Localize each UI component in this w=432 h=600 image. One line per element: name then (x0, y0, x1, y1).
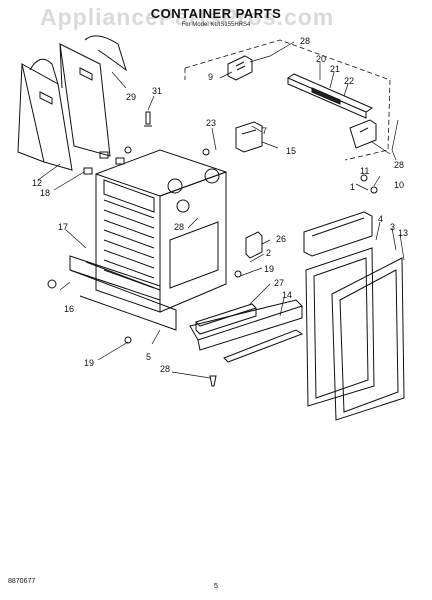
callout-11: 11 (360, 166, 369, 176)
part-4-handle-bar (303, 211, 373, 257)
screws (47, 148, 378, 387)
callout-10: 10 (394, 180, 404, 190)
part-3-door-panel (305, 247, 375, 407)
part-9-bracket (227, 55, 253, 81)
main-cabinet (95, 149, 228, 313)
callout-19: 19 (84, 358, 94, 368)
part-14-kick-plate (189, 299, 304, 363)
callout-31: 31 (152, 86, 162, 96)
callout-29: 29 (126, 92, 136, 102)
callout-15: 15 (286, 146, 296, 156)
callout-26: 26 (276, 234, 286, 244)
callout-14: 14 (282, 290, 292, 300)
callout-4: 4 (378, 214, 383, 224)
part-29-container-bag (59, 35, 127, 157)
part-12-container-bag (17, 58, 73, 171)
callout-17: 17 (58, 222, 68, 232)
part-26-hinge (245, 231, 263, 259)
page-title: CONTAINER PARTS (150, 6, 282, 21)
part-18-fasteners (83, 146, 132, 175)
document-number: 8870677 (8, 578, 36, 585)
leader-lines (37, 41, 405, 379)
callout-16: 16 (64, 304, 74, 314)
part-27-drawer-trim (195, 303, 257, 335)
callout-23: 23 (206, 118, 216, 128)
part-13-gasket (331, 257, 405, 421)
callout-27: 27 (274, 278, 284, 288)
page-number: 5 (214, 583, 218, 590)
part-5-base-frame (69, 255, 177, 331)
callout-28: 28 (394, 160, 404, 170)
callout-9: 9 (208, 72, 213, 82)
callout-28: 28 (174, 222, 184, 232)
callout-20: 20 (316, 54, 326, 64)
callout-7: 7 (262, 126, 267, 136)
callout-2: 2 (266, 248, 271, 258)
callout-3: 3 (390, 222, 395, 232)
callout-13: 13 (398, 228, 408, 238)
callout-labels: 2892021222931237151218111102828264313172… (32, 36, 408, 374)
callout-22: 22 (344, 76, 354, 86)
callout-28: 28 (300, 36, 310, 46)
callout-12: 12 (32, 178, 42, 188)
model-subtitle: For Model KUIS155HRS4 (181, 22, 251, 28)
callout-21: 21 (330, 64, 340, 74)
callout-1: 1 (350, 182, 355, 192)
part-15-bracket (235, 121, 263, 153)
callout-19: 19 (264, 264, 274, 274)
callout-18: 18 (40, 188, 50, 198)
callout-28: 28 (160, 364, 170, 374)
callout-5: 5 (146, 352, 151, 362)
part-20-22-rail (286, 73, 377, 149)
watermark: AppliancePartsPros.com (40, 4, 335, 30)
part-31-screw (144, 111, 152, 127)
assembly-outline (184, 39, 391, 161)
